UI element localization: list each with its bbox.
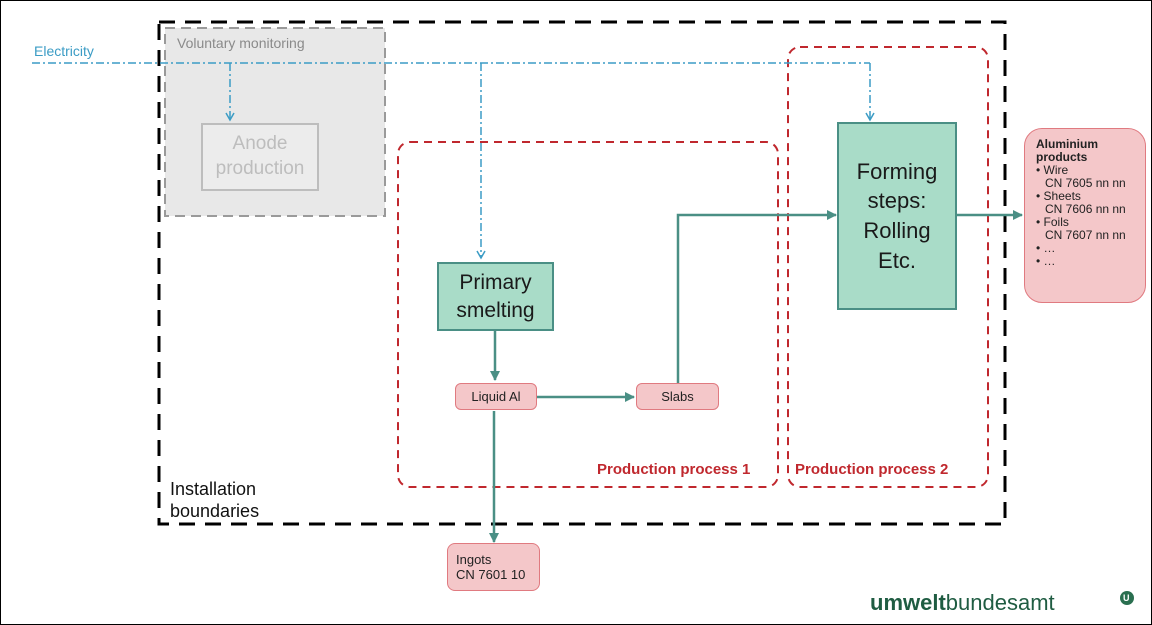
product-code: CN 7605 nn nn	[1045, 176, 1126, 190]
voluntary-monitoring-label: Voluntary monitoring	[177, 35, 305, 51]
product-item: • Wire	[1036, 163, 1069, 177]
product-item: • Sheets	[1036, 189, 1081, 203]
product-code: CN 7606 nn nn	[1045, 202, 1126, 216]
ingots-box: Ingots CN 7601 10	[447, 543, 540, 591]
arrow-slabs-to-forming	[676, 210, 837, 383]
logo-mark: U	[1123, 593, 1130, 603]
production-process-2-region	[787, 46, 989, 488]
anode-production-box: Anode production	[201, 123, 319, 191]
primary-line-2: smelting	[456, 298, 535, 322]
ingots-line-2: CN 7601 10	[456, 567, 526, 582]
forming-line-4: Etc.	[878, 247, 916, 273]
products-title-1: Aluminium	[1036, 137, 1098, 151]
logo-mark-circle	[1120, 591, 1134, 605]
product-item: • …	[1036, 254, 1056, 268]
primary-smelting-box: Primary smelting	[437, 262, 554, 331]
umweltbundesamt-logo: umweltbundesamt	[870, 592, 1055, 614]
ingots-line-1: Ingots	[456, 552, 492, 567]
liquid-al-box: Liquid Al	[455, 383, 537, 410]
installation-boundary	[157, 20, 1007, 526]
product-item: • Foils	[1036, 215, 1069, 229]
forming-steps-box: Forming steps: Rolling Etc.	[837, 122, 957, 310]
installation-boundaries-line-2: boundaries	[170, 501, 260, 521]
production-process-2-label: Production process 2	[795, 461, 949, 478]
logo-regular: bundesamt	[945, 590, 1055, 615]
production-process-1-region	[397, 141, 779, 488]
product-code: CN 7607 nn nn	[1045, 228, 1126, 242]
forming-line-2: steps:	[867, 188, 927, 214]
forming-line-3: Rolling	[863, 218, 931, 243]
slabs-box: Slabs	[636, 383, 719, 410]
anode-line-2: production	[215, 158, 305, 179]
installation-boundaries-label: Installation boundaries	[170, 478, 259, 522]
product-item: • …	[1036, 241, 1056, 255]
anode-line-1: Anode	[232, 133, 288, 155]
electricity-lines	[32, 62, 875, 260]
installation-boundaries-line-1: Installation	[170, 479, 257, 499]
electricity-label: Electricity	[34, 43, 94, 59]
aluminium-products-box: Aluminium products • Wire CN 7605 nn nn …	[1024, 128, 1146, 303]
production-process-1-label: Production process 1	[597, 461, 751, 478]
primary-line-1: Primary	[459, 271, 532, 295]
logo-bold: umwelt	[870, 590, 946, 615]
material-flow-arrows	[489, 210, 1023, 543]
products-title-2: products	[1036, 150, 1088, 164]
forming-line-1: Forming	[856, 158, 938, 184]
